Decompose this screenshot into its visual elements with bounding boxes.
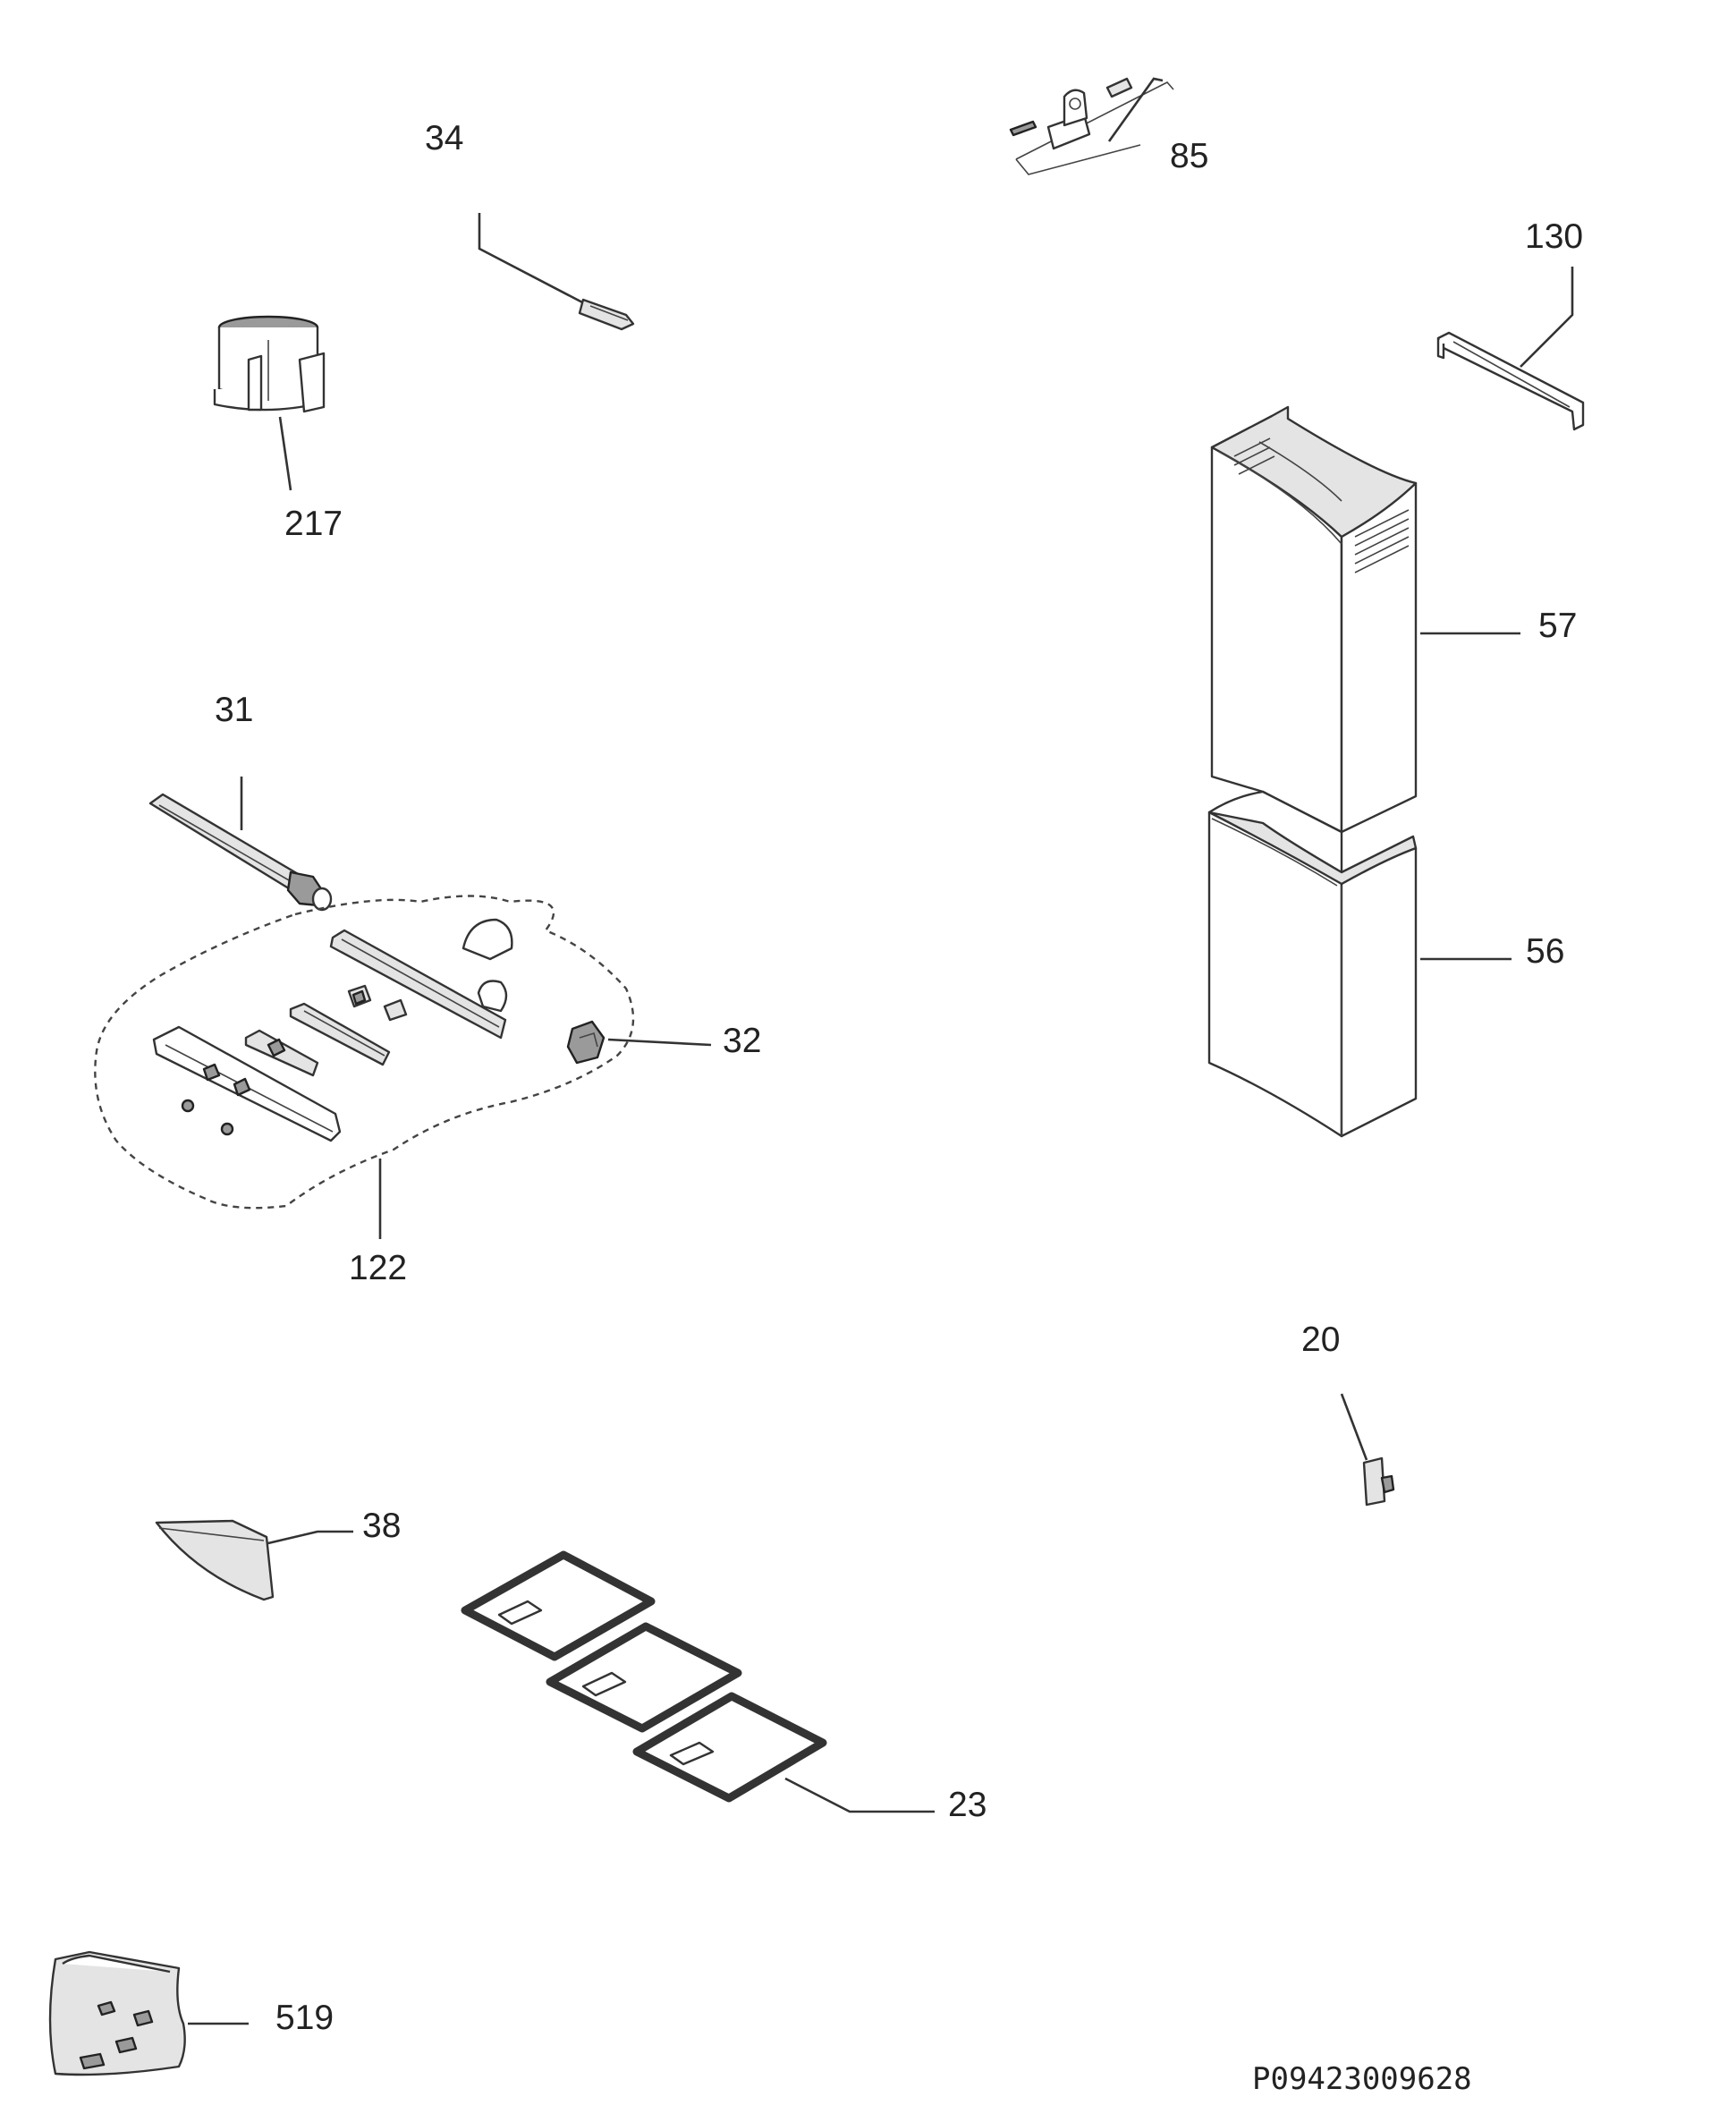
label-34: 34 [425, 119, 463, 157]
filter-1 [461, 1550, 656, 1661]
part-31-lamp: 31 [148, 691, 333, 912]
part-56-lower-chimney: 56 [1207, 790, 1564, 1138]
part-57-upper-chimney: 57 [1210, 405, 1577, 834]
label-122: 122 [349, 1249, 407, 1287]
vent-slots [1233, 437, 1410, 573]
label-23: 23 [948, 1786, 987, 1824]
label-32: 32 [723, 1022, 761, 1060]
label-20: 20 [1301, 1320, 1340, 1359]
part-519-accessory-bag: 519 [48, 1950, 334, 2076]
label-57: 57 [1538, 607, 1577, 645]
part-217-connector: 217 [213, 315, 343, 543]
part-122-control-assembly: 122 [94, 895, 635, 1287]
part-32-switch: 32 [566, 1020, 761, 1065]
label-56: 56 [1526, 932, 1564, 971]
label-31: 31 [215, 691, 253, 729]
filter-3 [632, 1692, 827, 1803]
label-217: 217 [284, 505, 343, 543]
label-38: 38 [362, 1507, 401, 1545]
part-85-bracket: 85 [1009, 77, 1208, 175]
part-34-clip: 34 [425, 119, 635, 331]
label-130: 130 [1525, 217, 1583, 256]
label-519: 519 [275, 1999, 334, 2037]
part-20-clip: 20 [1301, 1320, 1395, 1507]
part-130-bracket: 130 [1436, 217, 1585, 431]
filter-2 [546, 1622, 742, 1733]
label-85: 85 [1170, 137, 1208, 175]
part-23-grease-filters: 23 [461, 1550, 987, 1824]
drawing-code: P09423009628 [1252, 2061, 1472, 2097]
part-38-shield: 38 [155, 1507, 401, 1601]
